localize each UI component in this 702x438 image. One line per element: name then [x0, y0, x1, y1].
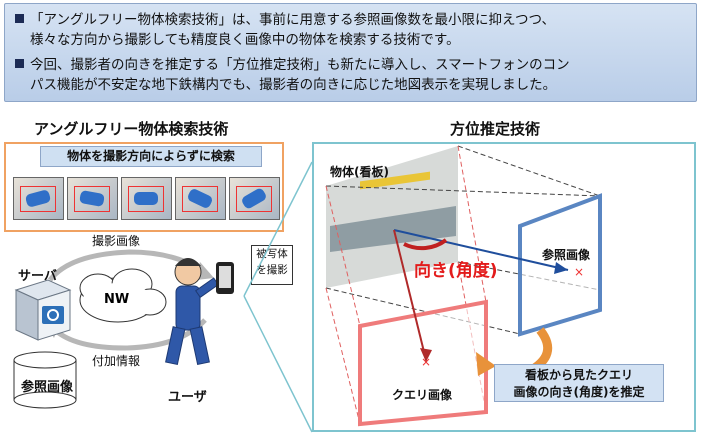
- detection-box: [74, 186, 110, 212]
- bullet-marker: [15, 14, 24, 23]
- user-figure-icon: [165, 258, 220, 366]
- detection-box: [236, 186, 272, 212]
- bullet-1-text: 「アングルフリー物体検索技術」は、事前に用意する参照画像数を最小限に抑えつつ、: [30, 12, 556, 28]
- reference-arrow-head: [554, 262, 568, 274]
- uplink-label: 撮影画像: [92, 234, 141, 248]
- angle-photo-2: [67, 177, 118, 220]
- connector-line: [243, 295, 313, 433]
- connector-line: [243, 161, 313, 297]
- estimation-callout: 看板から見たクエリ 画像の向き(角度)を推定: [494, 364, 664, 402]
- object-label: 物体(看板): [330, 165, 389, 179]
- capture-note: 被写体 を撮影: [251, 245, 293, 285]
- signboard-photo: [326, 146, 458, 288]
- detection-box: [128, 186, 164, 212]
- bullet-marker: [15, 59, 24, 68]
- callout-line-2: 画像の向き(角度)を推定: [513, 385, 645, 399]
- bullet-2-text: 今回、撮影者の向きを推定する「方位推定技術」も新たに導入し、スマートフォンのコン: [30, 57, 570, 73]
- angle-photo-1: [13, 177, 64, 220]
- downlink-label: 付加情報: [92, 354, 141, 368]
- angle-photo-4: [175, 177, 226, 220]
- bullet-2-line-1: 今回、撮影者の向きを推定する「方位推定技術」も新たに導入し、スマートフォンのコン: [15, 55, 570, 75]
- angle-photo-5: [229, 177, 280, 220]
- summary-box: 「アングルフリー物体検索技術」は、事前に用意する参照画像数を最小限に抑えつつ、 …: [4, 3, 697, 102]
- database-label: 参照画像: [21, 380, 74, 395]
- network-label: NW: [104, 292, 130, 307]
- direction-label: 向き(角度): [414, 261, 498, 281]
- bullet-2-line-2: パス機能が不安定な地下鉄構内でも、撮影者の向きに応じた地図表示を実現しました。: [30, 77, 557, 93]
- query-direction-arrow: [393, 229, 427, 361]
- capture-note-line-2: を撮影: [256, 264, 288, 276]
- toy-car: [134, 192, 158, 205]
- detection-box: [20, 186, 56, 212]
- callout-arrow-head: [476, 352, 496, 376]
- network-diagram: [13, 249, 234, 409]
- right-section-title: 方位推定技術: [450, 120, 541, 138]
- server-icon: [14, 279, 72, 341]
- left-section-title: アングルフリー物体検索技術: [34, 120, 229, 138]
- query-center-mark: ×: [421, 355, 431, 369]
- query-image-label: クエリ画像: [392, 388, 453, 402]
- callout-line-1: 看板から見たクエリ: [524, 368, 633, 382]
- bullet-1-line-1: 「アングルフリー物体検索技術」は、事前に用意する参照画像数を最小限に抑えつつ、: [15, 10, 555, 30]
- smartphone-icon: [216, 262, 234, 294]
- reference-direction-arrow: [393, 229, 569, 271]
- angle-arc: [403, 238, 448, 251]
- angle-photo-3: [121, 177, 172, 220]
- downlink-arrow: [53, 318, 207, 351]
- server-label: サーバ: [18, 269, 57, 284]
- reference-image-label: 参照画像: [542, 248, 591, 262]
- query-arrow-head: [420, 348, 432, 362]
- photo-strip-caption: 物体を撮影方向によらずに検索: [40, 146, 262, 167]
- reference-center-mark: ×: [574, 265, 584, 279]
- detection-box: [182, 186, 218, 212]
- query-image-frame: [358, 299, 488, 427]
- user-label: ユーザ: [168, 390, 207, 405]
- network-cloud-icon: [79, 268, 167, 323]
- database-icon: [13, 351, 77, 409]
- bullet-1-line-2: 様々な方向から撮影しても精度良く画像中の物体を検索する技術です。: [30, 32, 460, 48]
